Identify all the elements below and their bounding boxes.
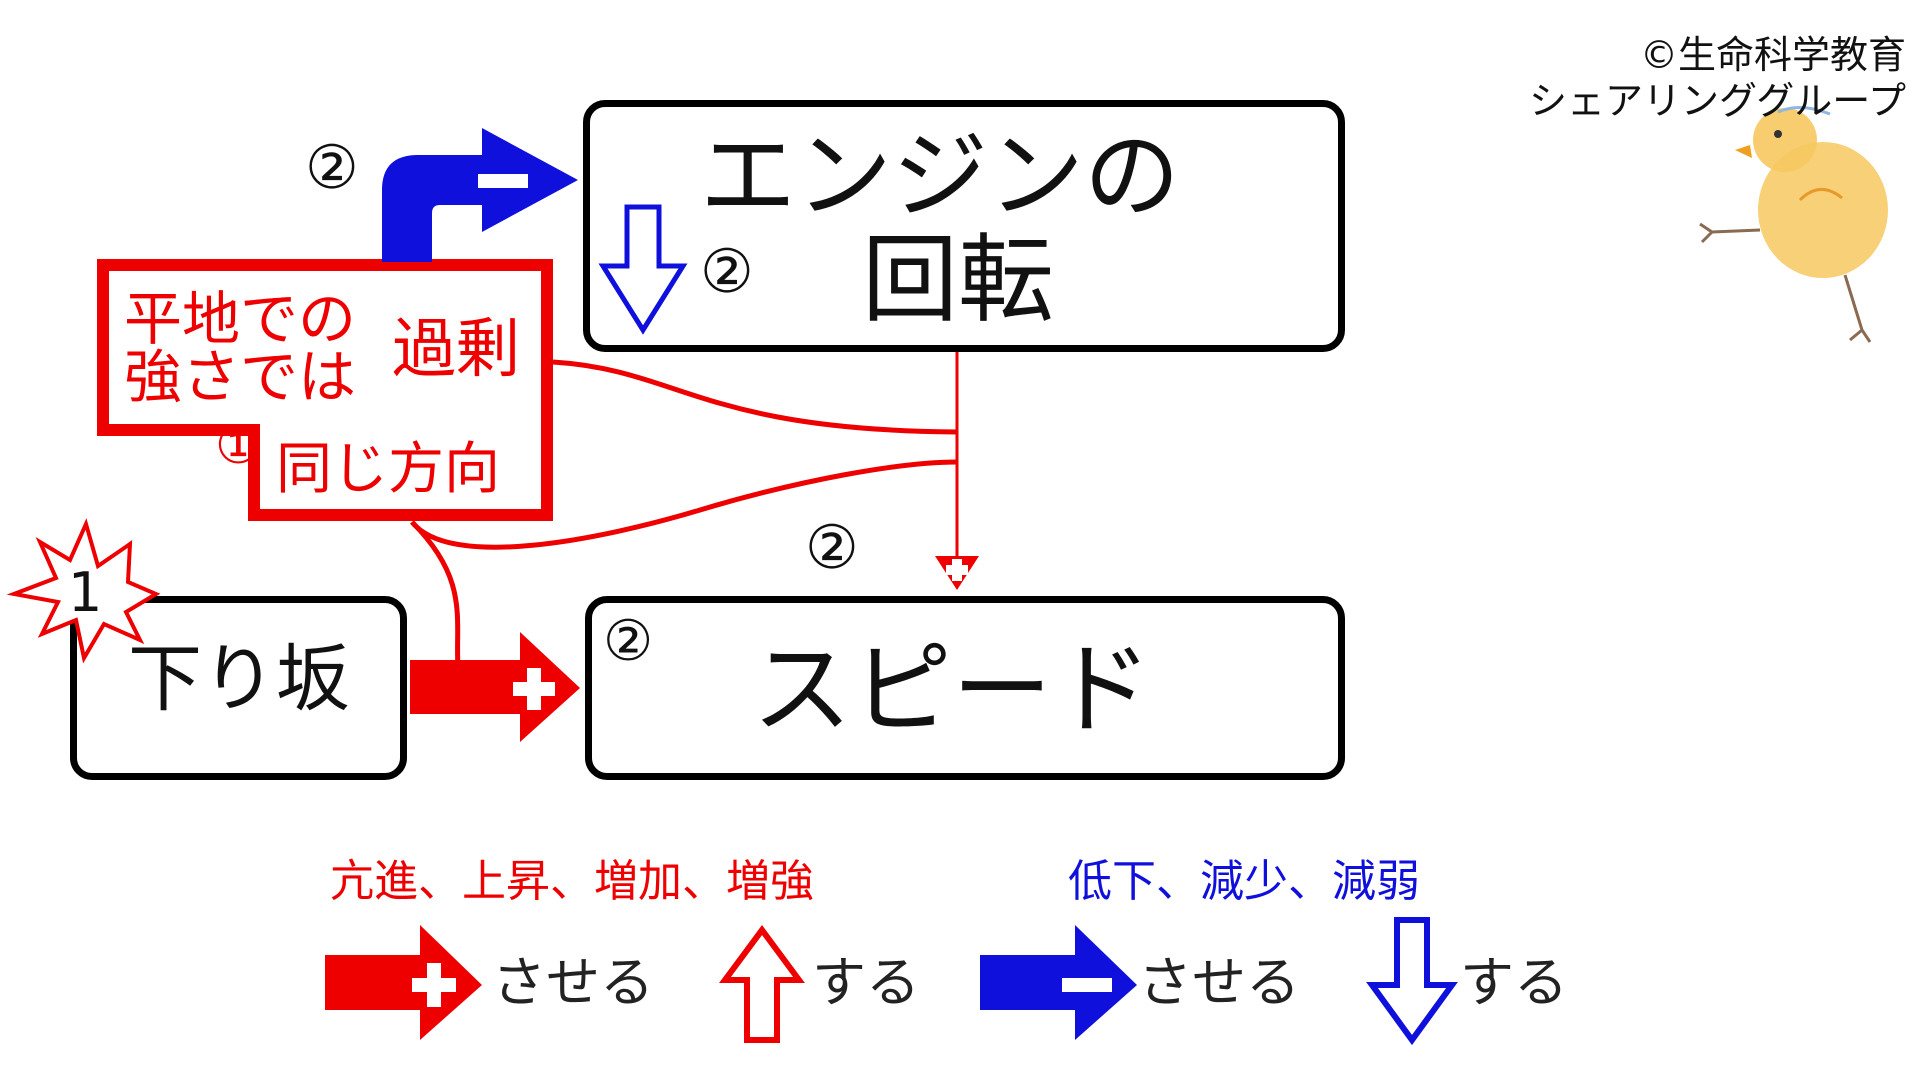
marker-speed-inner: ②	[603, 609, 654, 674]
legend-up-arrow-icon	[719, 924, 805, 1043]
legend-plus-cause-label: させる	[492, 951, 654, 1014]
condition-flat-line-2: 強さでは	[124, 343, 357, 411]
speed-box	[585, 596, 1345, 780]
condition-excess: 過剰	[392, 313, 520, 387]
condition-flat-line-1: 平地での	[124, 285, 357, 353]
legend-down-do-label: する	[1460, 951, 1568, 1014]
legend-plus-arrow-icon	[325, 925, 482, 1040]
downhill-label: 下り坂	[128, 636, 350, 722]
condition-same-marker: ①	[215, 416, 262, 476]
marker-middle: ②	[805, 513, 859, 583]
marker-top-left: ②	[305, 133, 359, 203]
engine-label-line-2: 回転	[862, 224, 1054, 336]
legend-minus-cause-label: させる	[1138, 951, 1300, 1014]
speed-label: スピード	[752, 631, 1152, 748]
legend-up-do-label: する	[812, 951, 920, 1014]
star-number: 1	[68, 561, 103, 624]
legend-minus-arrow-icon	[980, 925, 1137, 1040]
engine-rotation-box	[583, 100, 1345, 352]
credit-line-2: シェアリンググループ	[1529, 79, 1906, 123]
legend-increase-heading: 亢進、上昇、増加、増強	[330, 856, 814, 907]
credit-line-1: ©生命科学教育	[1639, 33, 1906, 77]
marker-engine-inner: ②	[700, 237, 754, 307]
legend-down-arrow-icon	[1366, 917, 1458, 1046]
engine-label-line-1: エンジンの	[700, 120, 1180, 232]
legend-decrease-heading: 低下、減少、減弱	[1068, 856, 1420, 907]
condition-same-direction: 同じ方向	[276, 437, 500, 502]
